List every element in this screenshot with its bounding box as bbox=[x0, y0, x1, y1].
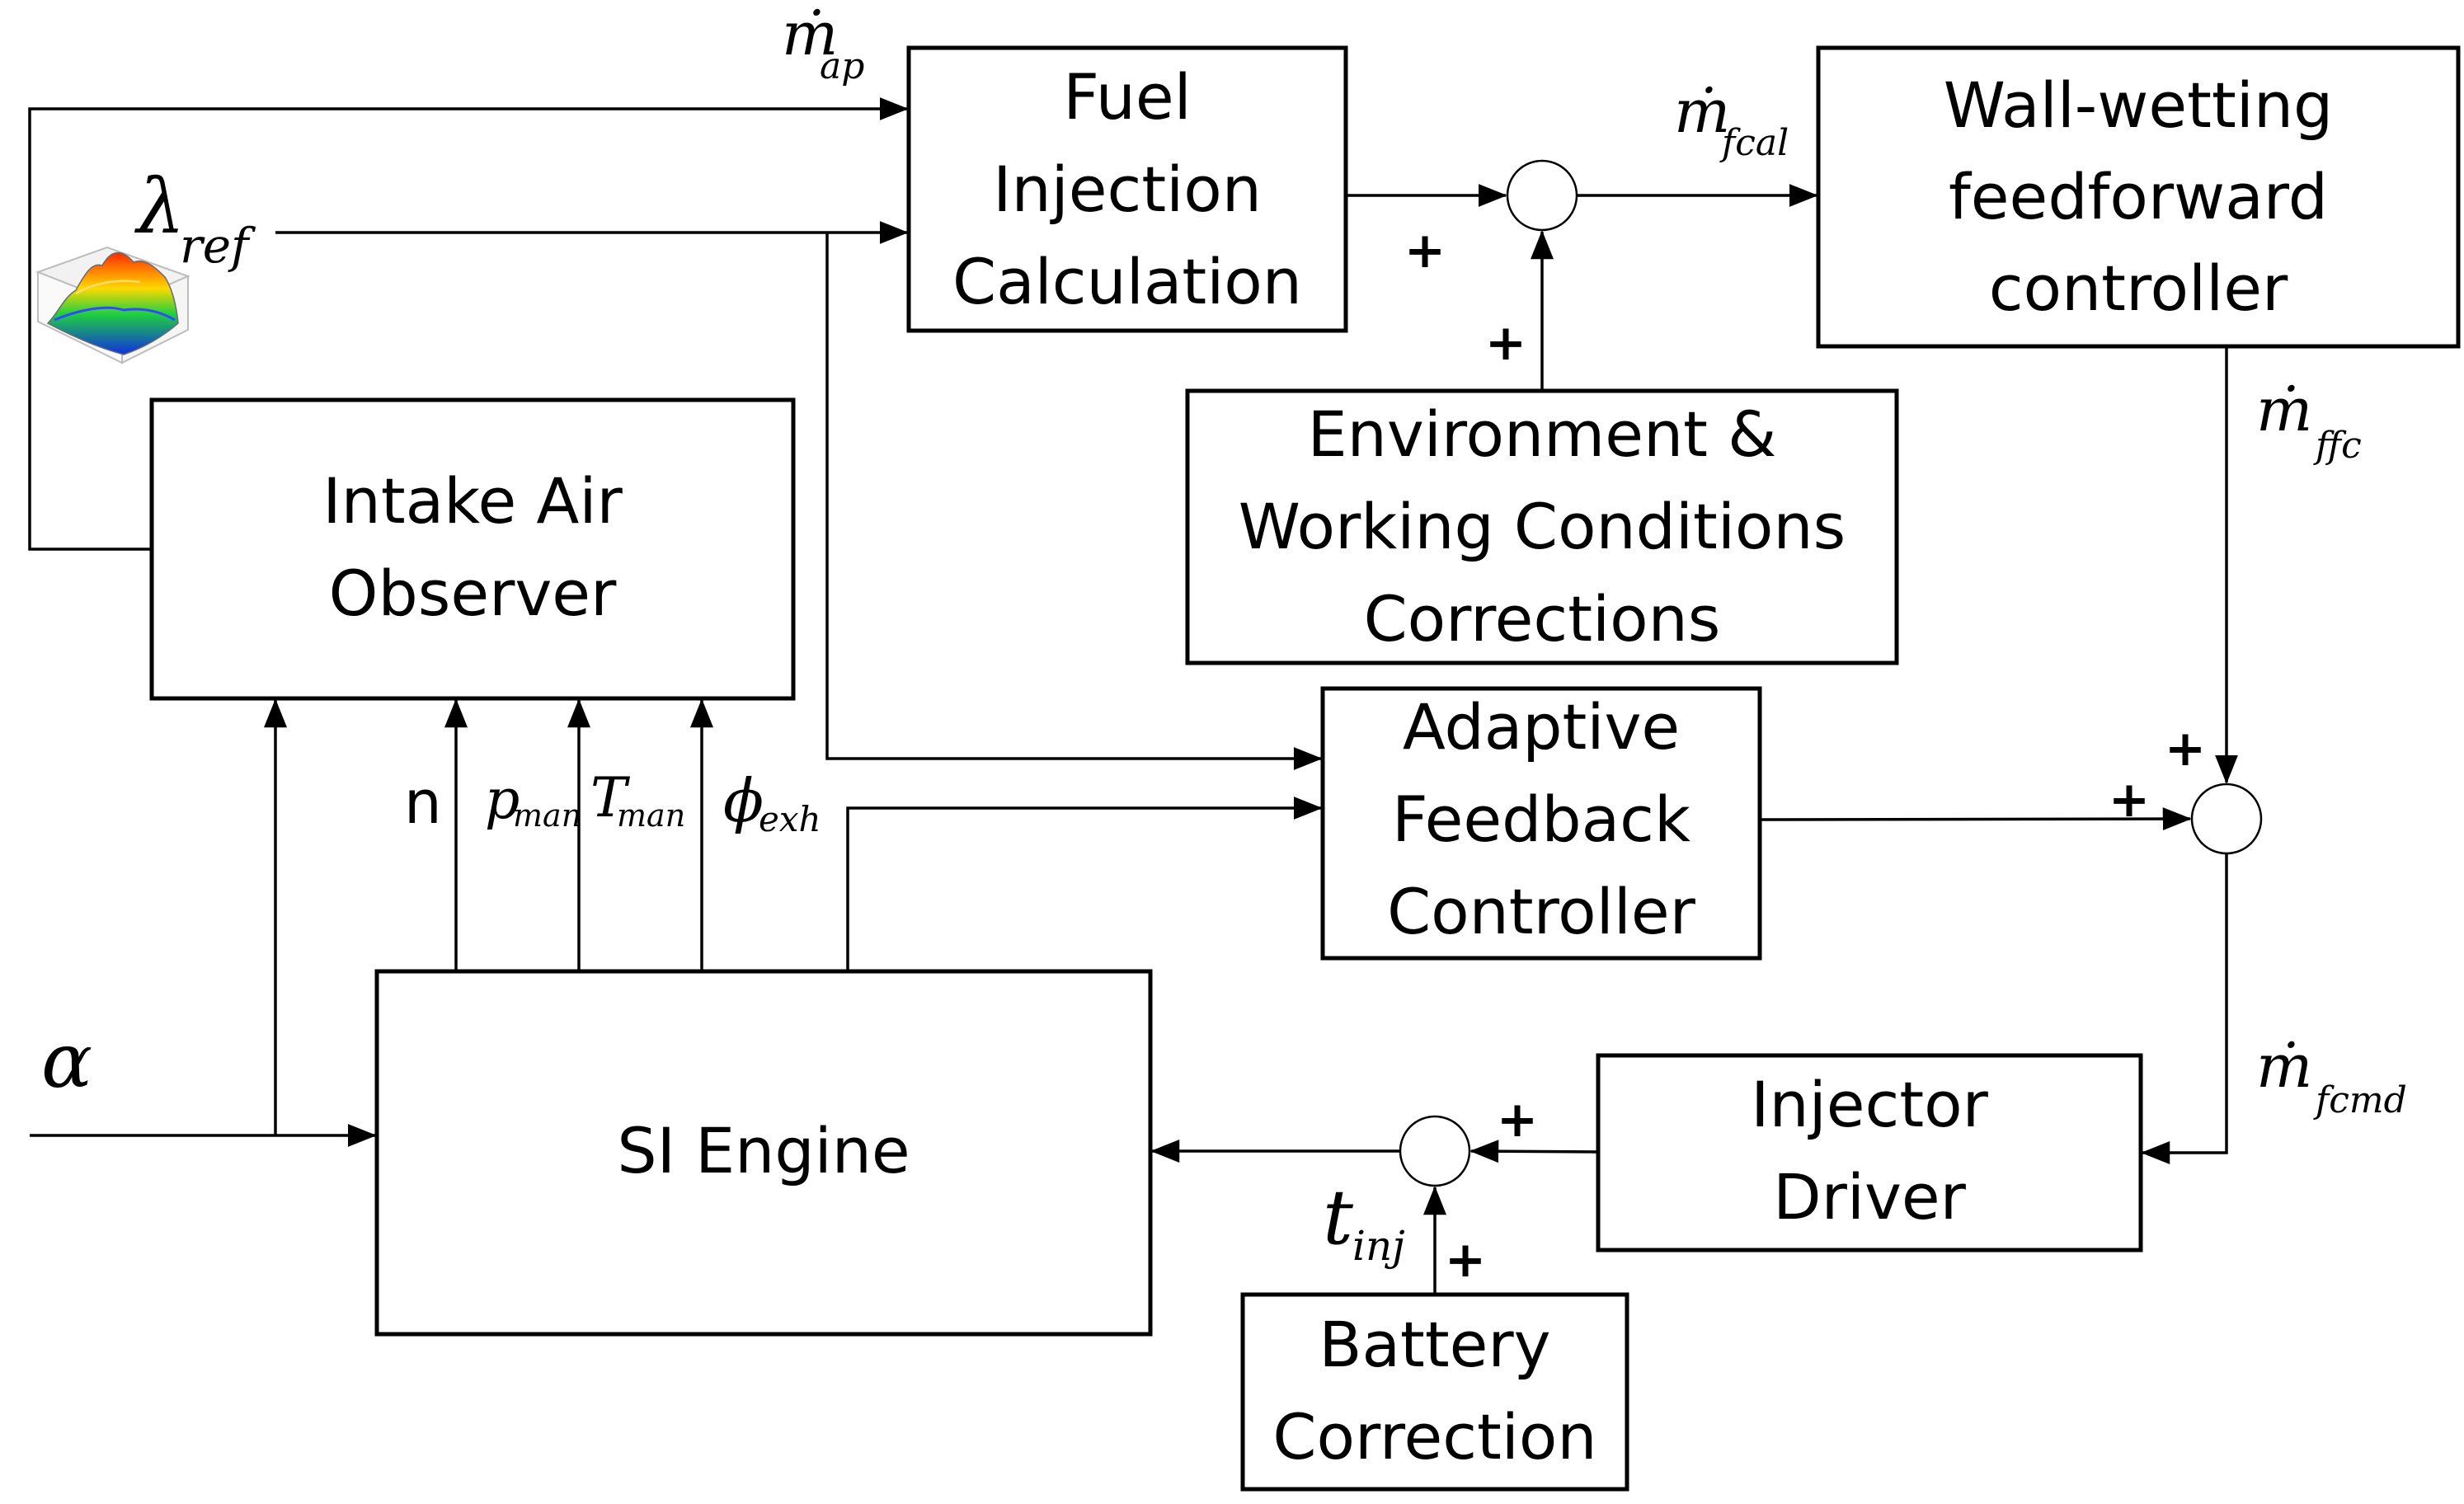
signal-wires bbox=[28, 97, 2238, 1295]
svg-text:exh: exh bbox=[759, 799, 821, 839]
label-m-fcal: ṁ fcal bbox=[1674, 77, 1789, 164]
label-phi-exh: ϕ exh bbox=[723, 766, 821, 839]
battery-correction-block: Battery Correction bbox=[1240, 1292, 1629, 1492]
wire-phi-exh bbox=[846, 797, 1323, 971]
wall-wetting-line-3: controller bbox=[1989, 251, 2288, 325]
sign-sum1-bottom: + bbox=[1485, 314, 1526, 372]
label-p-man: p man bbox=[485, 768, 581, 834]
sum-junction-fuel bbox=[1506, 159, 1578, 232]
label-alpha: α bbox=[41, 1017, 92, 1105]
sign-sum3-right: + bbox=[1497, 1091, 1538, 1149]
intake-air-line-1: Intake Air bbox=[322, 464, 623, 538]
sign-sum2-left: + bbox=[2109, 771, 2150, 829]
svg-text:man: man bbox=[513, 797, 581, 834]
svg-text:man: man bbox=[617, 797, 685, 834]
wire-lambda-branch bbox=[825, 233, 1323, 770]
label-lambda-ref: λ ref bbox=[134, 162, 256, 274]
wall-wetting-block: Wall-wetting feedforward controller bbox=[1816, 45, 2461, 349]
battery-line-2: Correction bbox=[1272, 1400, 1596, 1473]
svg-text:p: p bbox=[485, 768, 520, 831]
svg-text:ref: ref bbox=[180, 218, 256, 274]
wall-wetting-line-1: Wall-wetting bbox=[1944, 68, 2334, 142]
svg-text:ṁ: ṁ bbox=[2256, 375, 2312, 444]
label-m-ap: ṁ ap bbox=[782, 0, 864, 87]
fuel-injection-line-2: Injection bbox=[993, 153, 1262, 226]
wall-wetting-line-2: feedforward bbox=[1949, 160, 2328, 233]
label-t-inj: t inj bbox=[1323, 1173, 1405, 1270]
adaptive-line-1: Adaptive bbox=[1403, 690, 1680, 764]
injector-line-1: Injector bbox=[1751, 1068, 1989, 1141]
battery-line-1: Battery bbox=[1319, 1308, 1550, 1381]
svg-text:ṁ: ṁ bbox=[2256, 1032, 2312, 1101]
injector-driver-block: Injector Driver bbox=[1596, 1053, 2143, 1253]
sign-sum1-left: + bbox=[1404, 222, 1446, 280]
label-t-man: T man bbox=[590, 766, 685, 834]
intake-air-line-2: Observer bbox=[329, 557, 617, 630]
label-m-fcmd: ṁ fcmd bbox=[2256, 1032, 2407, 1121]
svg-text:fcmd: fcmd bbox=[2313, 1079, 2407, 1121]
adaptive-feedback-block: Adaptive Feedback Controller bbox=[1320, 686, 1762, 961]
fuel-injection-line-1: Fuel bbox=[1063, 60, 1192, 134]
fuel-injection-block: Fuel Injection Calculation bbox=[906, 45, 1348, 333]
environment-line-3: Corrections bbox=[1364, 582, 1721, 656]
wire-m-fcmd bbox=[2141, 853, 2228, 1164]
wire-injector-to-sum bbox=[1469, 1140, 1599, 1163]
svg-text:inj: inj bbox=[1352, 1222, 1405, 1270]
svg-text:n: n bbox=[404, 768, 442, 837]
environment-corrections-block: Environment & Working Conditions Correct… bbox=[1185, 388, 1899, 665]
3d-surface-map-icon bbox=[35, 246, 190, 364]
sign-sum2-top: + bbox=[2165, 720, 2206, 778]
wire-m-ap bbox=[28, 97, 909, 551]
svg-text:ṁ: ṁ bbox=[1674, 77, 1730, 146]
svg-text:ϕ: ϕ bbox=[723, 766, 764, 835]
label-m-ffc: ṁ ffc bbox=[2256, 375, 2362, 467]
wire-adaptive-to-sum bbox=[1759, 807, 2192, 831]
injector-line-2: Driver bbox=[1773, 1160, 1967, 1234]
environment-line-1: Environment & bbox=[1308, 397, 1777, 471]
label-n: n bbox=[404, 768, 442, 837]
adaptive-line-3: Controller bbox=[1387, 875, 1696, 948]
svg-text:t: t bbox=[1323, 1173, 1354, 1262]
svg-text:α: α bbox=[41, 1017, 92, 1105]
sum-junction-feedback bbox=[2190, 783, 2263, 855]
fuel-injection-line-3: Calculation bbox=[952, 245, 1302, 318]
sign-sum3-bottom: + bbox=[1445, 1231, 1486, 1289]
sum-junction-injection bbox=[1399, 1115, 1471, 1187]
svg-text:T: T bbox=[590, 766, 631, 830]
svg-text:fcal: fcal bbox=[1719, 122, 1789, 164]
svg-text:ap: ap bbox=[820, 45, 864, 87]
svg-text:ffc: ffc bbox=[2313, 425, 2362, 467]
svg-text:ṁ: ṁ bbox=[782, 0, 838, 68]
si-engine-block: SI Engine bbox=[374, 969, 1153, 1337]
svg-text:λ: λ bbox=[134, 162, 185, 251]
adaptive-line-2: Feedback bbox=[1392, 783, 1690, 856]
si-engine-label: SI Engine bbox=[617, 1114, 910, 1187]
environment-line-2: Working Conditions bbox=[1239, 490, 1846, 563]
intake-air-observer-block: Intake Air Observer bbox=[149, 397, 796, 701]
